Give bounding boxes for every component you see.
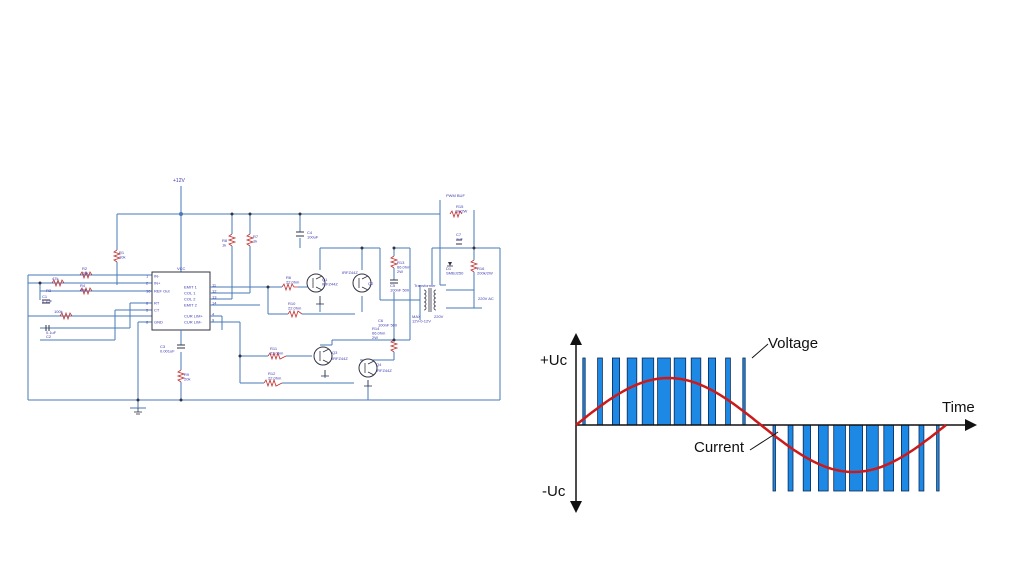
label-100k: 100k xyxy=(54,309,63,314)
plus-uc-label: +Uc xyxy=(540,352,568,369)
ic-pin-number: 5 xyxy=(146,308,149,313)
ic-pin-right: EMIT 1 xyxy=(184,285,198,290)
positive-pulse xyxy=(725,357,731,426)
label-ac-out: 220V AC xyxy=(478,296,494,301)
negative-pulse xyxy=(818,424,829,492)
ic-pin-right: CUR LIM- xyxy=(184,320,202,325)
ic-pin-number: 13 xyxy=(212,295,217,300)
ic-pin-number: 4 xyxy=(212,312,215,317)
ic-pin-left: IN+ xyxy=(154,281,161,286)
ic-pin-number: 11 xyxy=(212,283,217,288)
positive-pulse xyxy=(690,357,702,426)
positive-pulse xyxy=(657,357,671,426)
current-label: Current xyxy=(694,439,745,456)
negative-pulse xyxy=(883,424,894,492)
label-q2-value: IRFZ44Z xyxy=(342,270,358,275)
current-leader xyxy=(749,431,779,451)
positive-pulse xyxy=(641,357,655,426)
label-q3-value: IRFZ44Z xyxy=(332,356,348,361)
negative-pulse xyxy=(833,424,846,492)
ic-pin-left: RT xyxy=(154,301,160,306)
ic-pin-number: 12 xyxy=(212,289,217,294)
ic-pin-number: 14 xyxy=(212,301,217,306)
label-q4-value: IRFZ44Z xyxy=(376,368,392,373)
voltage-label: Voltage xyxy=(768,335,818,352)
ic-pin-number: 8 xyxy=(146,320,149,325)
ic-pin-number: 1 xyxy=(146,274,149,279)
label-pwm-out: PWM BUF xyxy=(446,193,465,198)
ic-pin-right: CUR LIM+ xyxy=(184,314,203,319)
label-q4: Q4 xyxy=(376,362,382,367)
ic-pin-left: IN- xyxy=(154,274,160,279)
supply-label: +12V xyxy=(173,178,185,184)
ic-pin-right: COL 2 xyxy=(184,297,196,302)
ic-vcc-label: VCC xyxy=(177,266,186,271)
positive-pulse xyxy=(673,357,687,426)
ic-pin-number: 6 xyxy=(146,301,149,306)
negative-pulse xyxy=(936,424,940,492)
negative-pulse xyxy=(918,424,925,492)
minus-uc-label: -Uc xyxy=(542,483,566,500)
ic-pin-left: REF Out xyxy=(154,289,170,294)
positive-pulse xyxy=(597,357,603,426)
current-curve xyxy=(575,376,947,474)
positive-pulse xyxy=(742,357,746,426)
negative-pulse xyxy=(849,424,864,492)
label-r3: R3 xyxy=(46,288,52,293)
ic-pin-number: 2 xyxy=(146,281,149,286)
ic-pin-number: 16 xyxy=(146,289,151,294)
label-trafo-secondary: 220V xyxy=(434,314,444,319)
label-c2: C2 xyxy=(46,334,52,339)
negative-pulse xyxy=(787,424,794,492)
label-c2-value: 0.1uF xyxy=(46,330,57,335)
ic-pin-left: GND xyxy=(154,320,163,325)
negative-pulse xyxy=(866,424,879,492)
ic-pin-left: CT xyxy=(154,308,160,313)
ic-pin-right: COL 1 xyxy=(184,291,196,296)
voltage-leader xyxy=(751,343,769,359)
label-q2: Q2 xyxy=(368,281,374,286)
positive-pulse xyxy=(612,357,621,426)
ic-pin-right: EMIT 2 xyxy=(184,303,198,308)
label-q3: Q3 xyxy=(332,350,338,355)
time-label: Time xyxy=(942,399,975,416)
ic-pin-number: 9 xyxy=(212,318,215,323)
label-r5: 47k xyxy=(52,276,58,281)
pwm-waveform-diagram: +Uc -Uc Voltage Current Time xyxy=(540,333,977,513)
positive-pulse xyxy=(582,357,586,426)
positive-pulse xyxy=(626,357,638,426)
label-transformer: Transformer xyxy=(414,283,436,288)
